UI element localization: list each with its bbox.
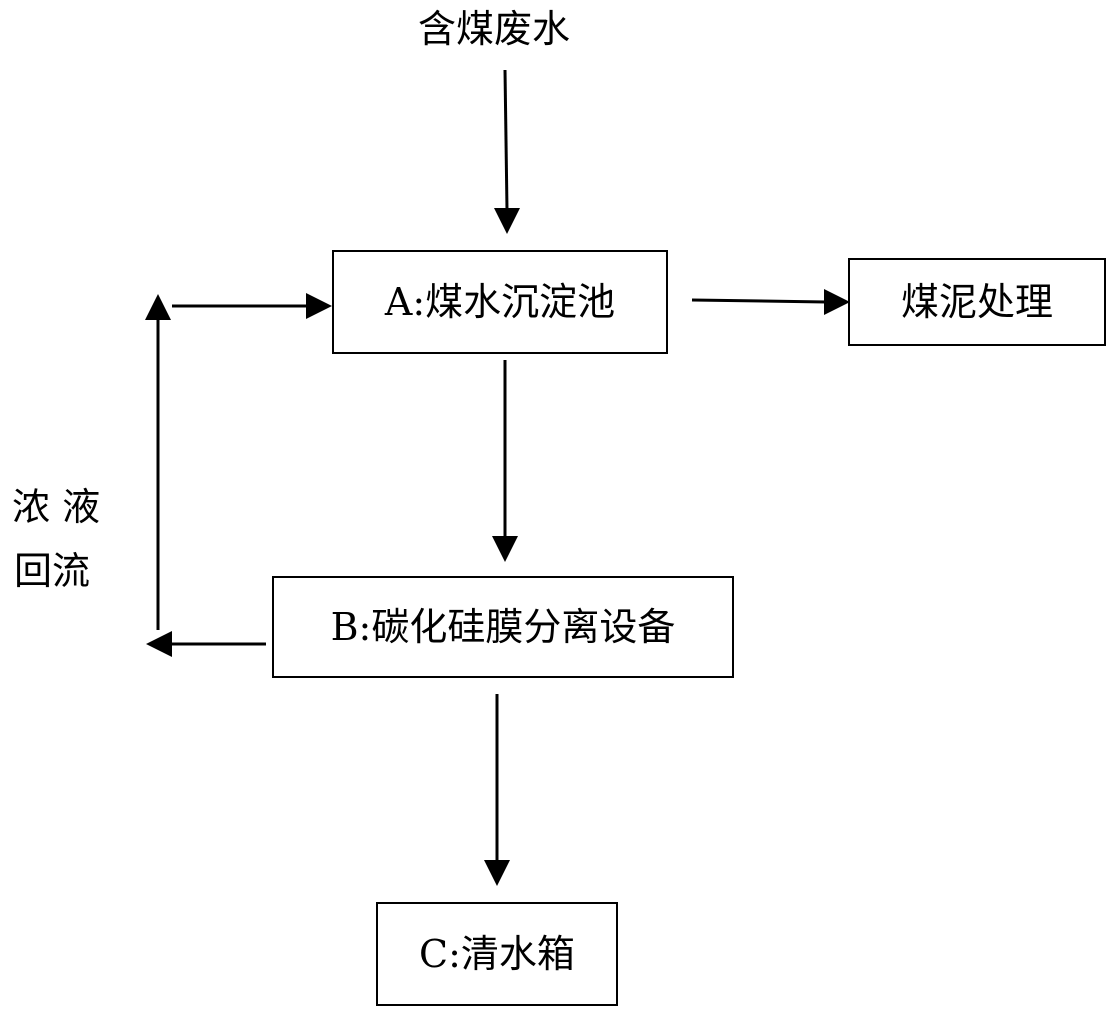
node-b-membrane-unit: B:碳化硅膜分离设备 [272, 576, 734, 678]
arrow-a-to-b [492, 360, 518, 562]
arrow-b-to-c [484, 694, 510, 886]
node-sludge-label: 煤泥处理 [900, 280, 1053, 324]
input-label: 含煤废水 [418, 7, 571, 51]
arrow-recycle-up [145, 294, 171, 630]
arrow-recycle-to-a [172, 293, 332, 319]
node-c-clean-water-tank: C:清水箱 [376, 902, 618, 1006]
recycle-label-line1: 浓 液 [12, 485, 101, 529]
node-c-label: C:清水箱 [419, 932, 575, 976]
node-a-settling-tank: A:煤水沉淀池 [332, 250, 668, 354]
node-b-label: B:碳化硅膜分离设备 [330, 605, 676, 649]
recycle-label-line2: 回流 [14, 549, 91, 593]
node-a-label: A:煤水沉淀池 [384, 280, 616, 324]
arrow-a-to-sludge [691, 289, 850, 315]
arrow-b-to-recycle [146, 631, 266, 657]
arrow-input-to-a [494, 69, 520, 234]
node-sludge-treatment: 煤泥处理 [848, 258, 1106, 346]
